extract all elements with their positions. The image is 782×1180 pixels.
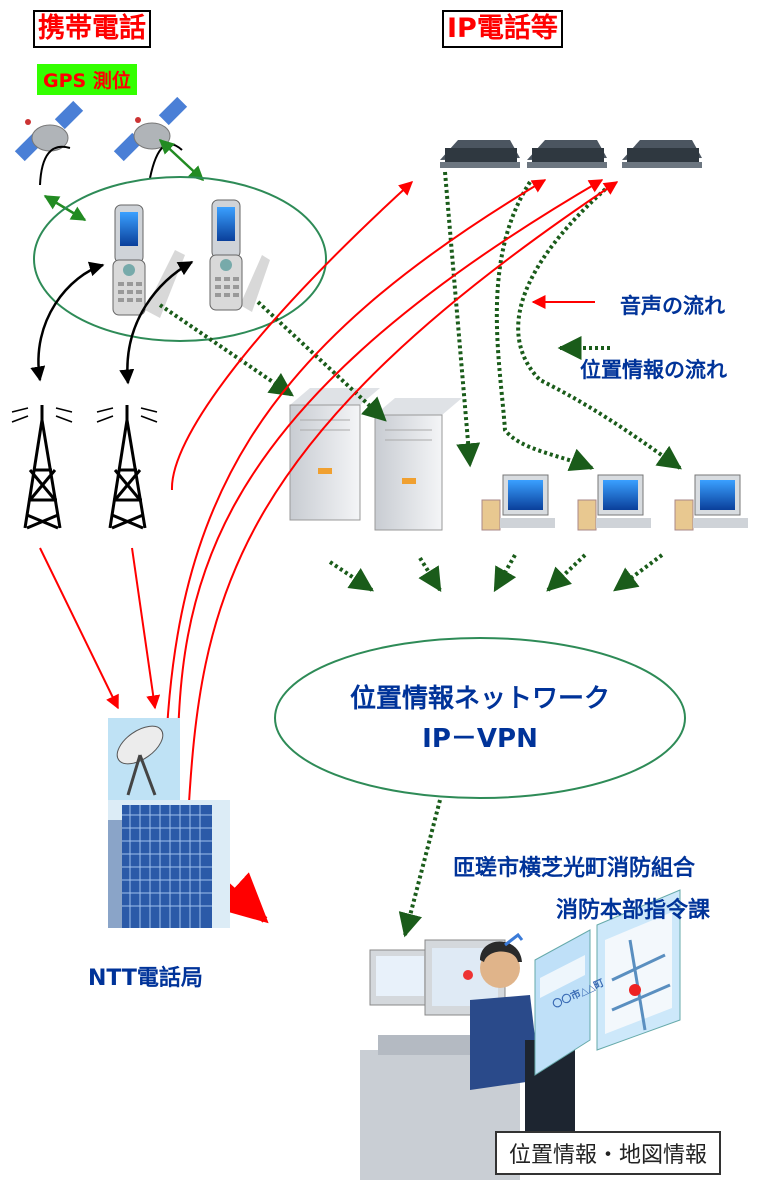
mobile-phone-icon (209, 199, 270, 312)
radio-tower-icon (11, 405, 73, 530)
desk-phone-icon (622, 140, 702, 168)
computer-icon (674, 474, 748, 531)
satellite-icon (14, 100, 84, 186)
satellite-dish-icon (108, 718, 180, 800)
voice-flow-arrows (39, 179, 619, 821)
ip-phone-title: IP電話等 (442, 10, 563, 48)
computer-icon (481, 474, 555, 531)
radio-tower-icon (96, 405, 158, 530)
position-flow-arrows (158, 171, 682, 938)
network-subtitle: IP－VPN (422, 724, 538, 754)
map-screen-icon (534, 889, 681, 1076)
gps-label: GPS 測位 (37, 64, 137, 95)
desk-phone-icon (440, 140, 520, 168)
computer-icon (577, 474, 651, 531)
desk-phone-icon (527, 140, 607, 168)
dispatch-org-label: 匝瑳市横芝光町消防組合 (453, 856, 696, 881)
server-icon (374, 398, 462, 531)
mobile-phone-title: 携帯電話 (33, 10, 151, 48)
satellite-icon (113, 96, 188, 179)
map-info-caption: 位置情報・地図情報 (495, 1131, 722, 1175)
network-title: 位置情報ネットワーク (349, 684, 610, 714)
legend-position-label: 位置情報の流れ (580, 358, 727, 382)
dispatch-dept-label: 消防本部指令課 (556, 898, 711, 923)
network-ellipse (274, 637, 686, 799)
ntt-office-label: NTT電話局 (88, 966, 203, 991)
legend-voice-label: 音声の流れ (620, 294, 725, 318)
office-building-icon (108, 800, 230, 928)
